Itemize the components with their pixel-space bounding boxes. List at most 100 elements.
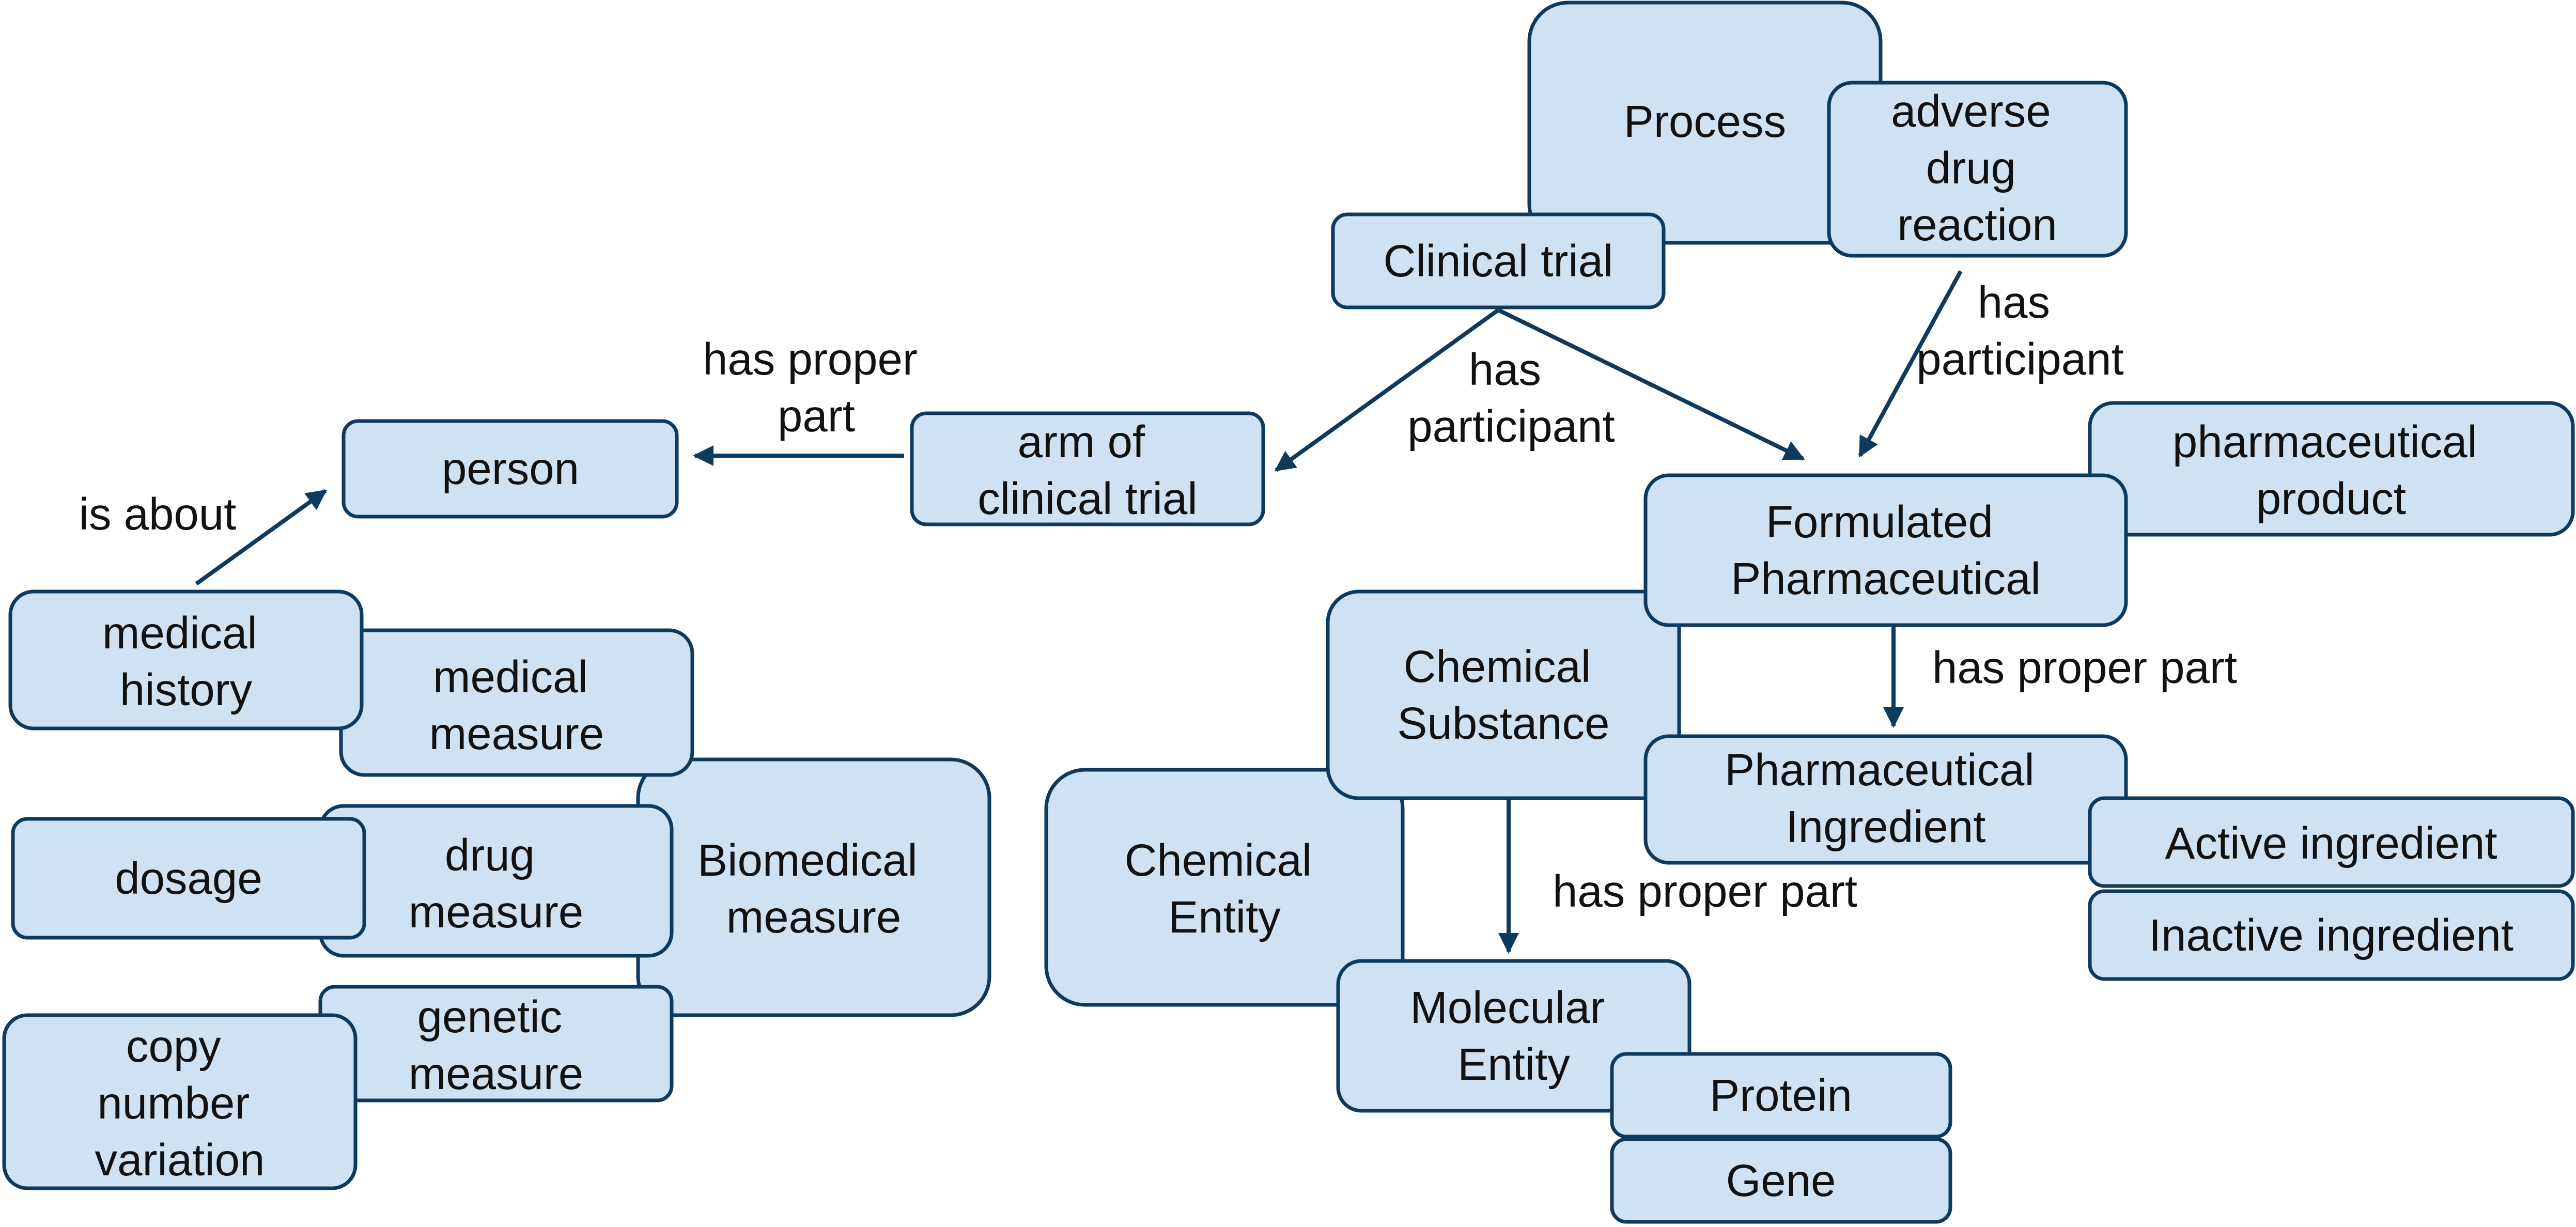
node-label: Clinical trial <box>1384 236 1613 286</box>
node-label: arm of clinical trial <box>977 417 1197 524</box>
node-label-line: person <box>442 444 579 494</box>
node-adverse-drug-reaction[interactable]: adverse drug reaction <box>1827 81 2128 258</box>
node-label: adverse drug reaction <box>1891 86 2063 250</box>
node-label: dosage <box>115 853 262 904</box>
node-label-line: Process <box>1624 97 1786 147</box>
edge-label-line: has proper part <box>1932 643 2237 693</box>
edge-label-line: has <box>1978 277 2050 328</box>
node-biomedical-measure[interactable]: Biomedical measure <box>636 757 991 1017</box>
node-label: copy number variation <box>95 1021 265 1185</box>
node-label-line: measure <box>726 892 901 942</box>
node-dosage[interactable]: dosage <box>11 817 366 940</box>
edge-label-line: has proper part <box>1553 866 1857 917</box>
node-genetic-measure[interactable]: genetic measure <box>318 985 674 1102</box>
node-medical-measure[interactable]: medical measure <box>339 628 694 777</box>
node-copy-number-variation[interactable]: copy number variation <box>2 1013 358 1190</box>
node-label: medical measure <box>429 652 604 759</box>
node-label-line: number <box>97 1078 250 1128</box>
node-label: drug measure <box>409 830 583 937</box>
edge-label-has-proper-part-molecular: has proper part <box>1553 866 1857 917</box>
node-pharmaceutical-ingredient[interactable]: Pharmaceutical Ingredient <box>1643 734 2128 865</box>
edge-label-line: is about <box>79 489 237 539</box>
node-label-line: history <box>120 665 253 715</box>
node-label: medical history <box>102 608 270 715</box>
edge-label-line: participant <box>1407 401 1615 452</box>
node-label: Biomedical measure <box>697 835 930 942</box>
node-label-line: Formulated <box>1766 497 1993 547</box>
node-pharmaceutical-product[interactable]: pharmaceutical product <box>2088 401 2575 537</box>
node-label-line: reaction <box>1897 200 2057 250</box>
edge-label-has-proper-part-person: has proper part <box>703 334 930 441</box>
node-label: genetic measure <box>409 992 583 1099</box>
node-label-line: Clinical trial <box>1384 236 1613 286</box>
node-label-line: Pharmaceutical <box>1731 554 2041 604</box>
node-label: Inactive ingredient <box>2149 910 2513 960</box>
node-label: Chemical Substance <box>1397 642 1609 749</box>
node-label-line: Pharmaceutical <box>1725 745 2035 795</box>
edge-label-line: participant <box>1916 334 2123 384</box>
node-label-line: Entity <box>1168 892 1281 942</box>
node-label-line: drug <box>445 830 535 880</box>
node-chemical-entity[interactable]: Chemical Entity <box>1044 768 1405 1007</box>
node-label-line: measure <box>409 887 583 937</box>
node-label-line: clinical trial <box>977 474 1197 524</box>
node-label: Active ingredient <box>2165 818 2497 868</box>
node-label: Molecular Entity <box>1410 983 1617 1090</box>
node-clinical-trial[interactable]: Clinical trial <box>1331 212 1666 309</box>
node-label: Chemical Entity <box>1125 835 1325 942</box>
node-label: person <box>442 444 579 494</box>
node-gene[interactable]: Gene <box>1610 1137 1952 1224</box>
edge-clinical-trial-to-arm <box>1274 308 1500 472</box>
node-label-line: genetic <box>417 992 563 1042</box>
edge-adverse-drug-reaction-to-formulated-pharmaceutical <box>1858 270 1963 458</box>
edge-clinical-trial-to-formulated-pharmaceutical <box>1497 308 1805 461</box>
node-molecular-entity[interactable]: Molecular Entity <box>1336 959 1692 1113</box>
node-label-line: Chemical <box>1125 835 1312 886</box>
node-label-line: Chemical <box>1404 642 1591 692</box>
node-chemical-substance[interactable]: Chemical Substance <box>1326 589 1681 800</box>
node-label-line: Protein <box>1710 1070 1852 1121</box>
node-label-line: medical <box>102 608 257 658</box>
edge-labels: has proper part is about has participant… <box>79 277 2237 917</box>
node-arm-of-clinical-trial[interactable]: arm of clinical trial <box>910 411 1265 526</box>
node-label-line: Active ingredient <box>2165 818 2497 868</box>
edge-label-line: has <box>1469 345 1541 395</box>
node-medical-history[interactable]: medical history <box>8 589 364 731</box>
node-label: Process <box>1624 97 1786 147</box>
node-person[interactable]: person <box>342 419 679 519</box>
node-label-line: Gene <box>1726 1156 1836 1206</box>
edge-label-has-participant-trial: has participant <box>1407 345 1615 452</box>
edge-label-line: has proper <box>703 334 918 384</box>
node-label-line: Entity <box>1457 1039 1570 1090</box>
node-label-line: copy <box>126 1021 221 1071</box>
node-label: Formulated Pharmaceutical <box>1731 497 2041 604</box>
node-label-line: arm of <box>1018 417 1145 467</box>
node-label-line: pharmaceutical <box>2172 417 2477 467</box>
node-label-line: measure <box>409 1049 583 1099</box>
node-label-line: dosage <box>115 853 262 904</box>
node-label-line: Inactive ingredient <box>2149 910 2513 960</box>
node-label: Pharmaceutical Ingredient <box>1725 745 2047 852</box>
edges <box>195 270 1963 954</box>
edge-label-has-proper-part-ingredient: has proper part <box>1932 643 2237 693</box>
edge-label-has-participant-adr: has participant <box>1916 277 2123 384</box>
node-protein[interactable]: Protein <box>1610 1052 1952 1139</box>
node-label-line: medical <box>433 652 588 702</box>
node-label-line: variation <box>95 1135 265 1185</box>
node-label: pharmaceutical product <box>2172 417 2490 524</box>
node-label-line: product <box>2256 474 2406 524</box>
node-label-line: Substance <box>1397 698 1609 749</box>
node-drug-measure[interactable]: drug measure <box>318 804 674 958</box>
node-formulated-pharmaceutical[interactable]: Formulated Pharmaceutical <box>1643 473 2128 627</box>
node-label-line: measure <box>429 709 604 759</box>
node-label: Protein <box>1710 1070 1852 1121</box>
node-label-line: adverse <box>1891 86 2051 136</box>
edge-label-line: part <box>778 391 855 441</box>
node-inactive-ingredient[interactable]: Inactive ingredient <box>2088 889 2575 981</box>
node-active-ingredient[interactable]: Active ingredient <box>2088 796 2575 888</box>
edge-label-is-about: is about <box>79 489 237 539</box>
node-label: Gene <box>1726 1156 1836 1206</box>
node-process[interactable]: Process <box>1527 1 1883 245</box>
edge-medical-history-to-person <box>195 489 328 586</box>
